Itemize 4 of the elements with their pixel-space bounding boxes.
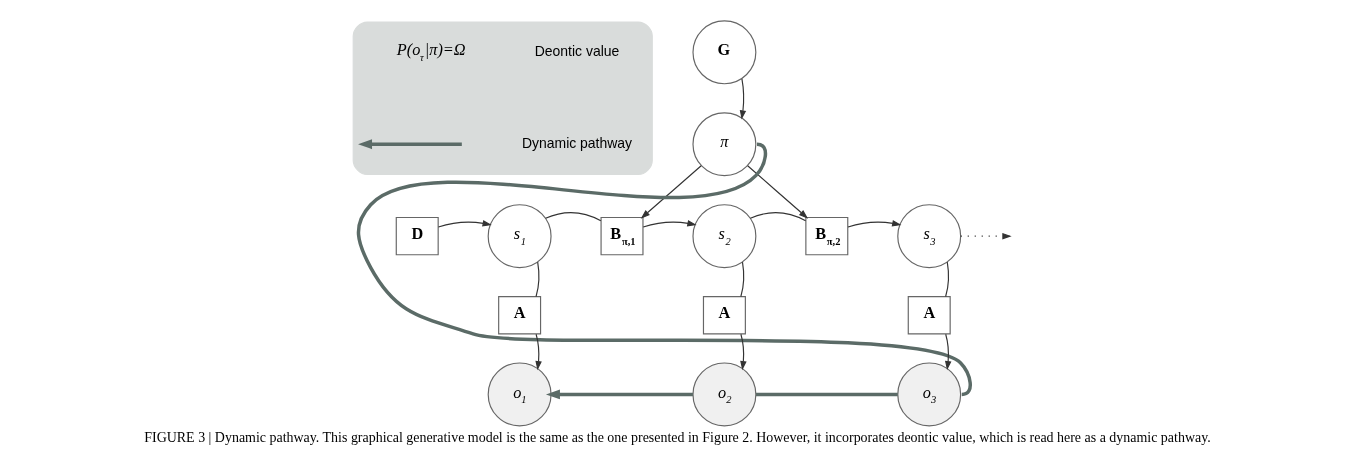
caption: FIGURE 3 | Dynamic pathway. This graphical generative model is the same as the one presented in Figure 2. However, it incorporates deontic value, which is read here as a dynamic pathway. <box>144 429 1211 445</box>
label: P(o$_{τ}$|π)=Ω <box>396 40 466 63</box>
legend-label: Deontic value <box>534 42 620 59</box>
legend-label: Dynamic pathway <box>521 134 633 151</box>
